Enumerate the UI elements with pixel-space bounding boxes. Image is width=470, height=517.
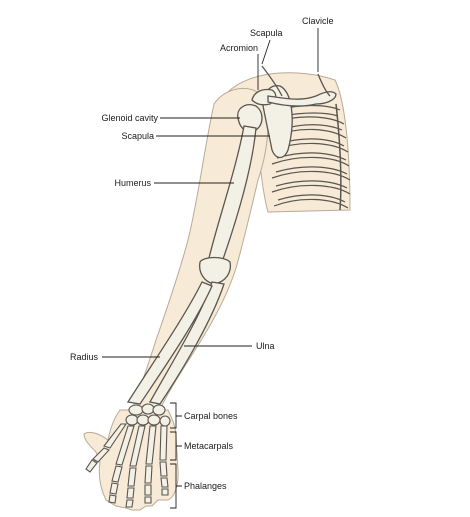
- phalanx: [92, 447, 110, 463]
- label-clavicle: Clavicle: [302, 16, 334, 26]
- phalanx: [127, 467, 137, 487]
- label-scapula-top: Scapula: [250, 28, 283, 38]
- rib: [271, 156, 350, 167]
- label-scapula-mid: Scapula: [121, 131, 154, 141]
- label-radius: Radius: [69, 352, 98, 362]
- carpal: [128, 404, 144, 416]
- leader-lines: [102, 28, 319, 509]
- label-phalanges: Phalanges: [184, 481, 227, 491]
- bracket-metacarpals: [170, 431, 182, 461]
- metacarpal: [159, 425, 168, 461]
- bracket-phalanges: [170, 463, 182, 509]
- forearm-bones: [126, 281, 225, 405]
- humerus-bone: [198, 104, 263, 285]
- phalanx: [160, 477, 169, 488]
- phalanx: [109, 482, 119, 495]
- phalanx: [125, 499, 134, 508]
- carpal: [159, 415, 171, 427]
- carpal: [125, 414, 139, 426]
- label-glenoid-cavity: Glenoid cavity: [101, 113, 158, 123]
- rib: [275, 180, 348, 189]
- label-acromion: Acromion: [220, 43, 259, 53]
- metacarpal: [103, 423, 128, 449]
- label-metacarpals: Metacarpals: [184, 441, 234, 451]
- label-humerus: Humerus: [114, 178, 151, 188]
- carpal-bones: [125, 403, 171, 427]
- clavicle-bone: [267, 91, 337, 107]
- sternum: [335, 103, 342, 211]
- phalanx: [126, 487, 135, 499]
- phalanx: [161, 488, 169, 496]
- rib: [273, 198, 349, 209]
- leader-scapula-top: [261, 39, 271, 65]
- bracket-carpal: [170, 402, 182, 429]
- metacarpal-bones: [103, 423, 168, 467]
- radius-bone: [126, 281, 213, 405]
- rib: [271, 184, 351, 195]
- shoulder-girdle: [251, 65, 337, 159]
- clavicle-end: [317, 73, 331, 97]
- phalanges-bones: [85, 447, 169, 508]
- carpal: [152, 404, 166, 416]
- phalanx: [144, 484, 152, 496]
- label-carpal-bones: Carpal bones: [184, 411, 238, 421]
- ulna-bone: [148, 281, 225, 405]
- phalanx: [108, 494, 117, 504]
- phalanx: [159, 461, 168, 477]
- rib-cage: [271, 103, 351, 211]
- carpal: [141, 403, 155, 415]
- rib: [271, 170, 351, 181]
- phalanx: [144, 465, 153, 484]
- phalanx: [111, 465, 123, 483]
- rib: [275, 166, 348, 175]
- phalanx: [85, 459, 98, 473]
- metacarpal: [129, 425, 146, 467]
- elbow-joint: [198, 256, 232, 285]
- metacarpal: [145, 425, 157, 465]
- scapula-spine: [261, 65, 283, 97]
- carpal: [136, 414, 150, 426]
- phalanx: [144, 496, 152, 504]
- carpal: [147, 414, 161, 426]
- label-ulna: Ulna: [256, 341, 275, 351]
- metacarpal: [115, 425, 135, 466]
